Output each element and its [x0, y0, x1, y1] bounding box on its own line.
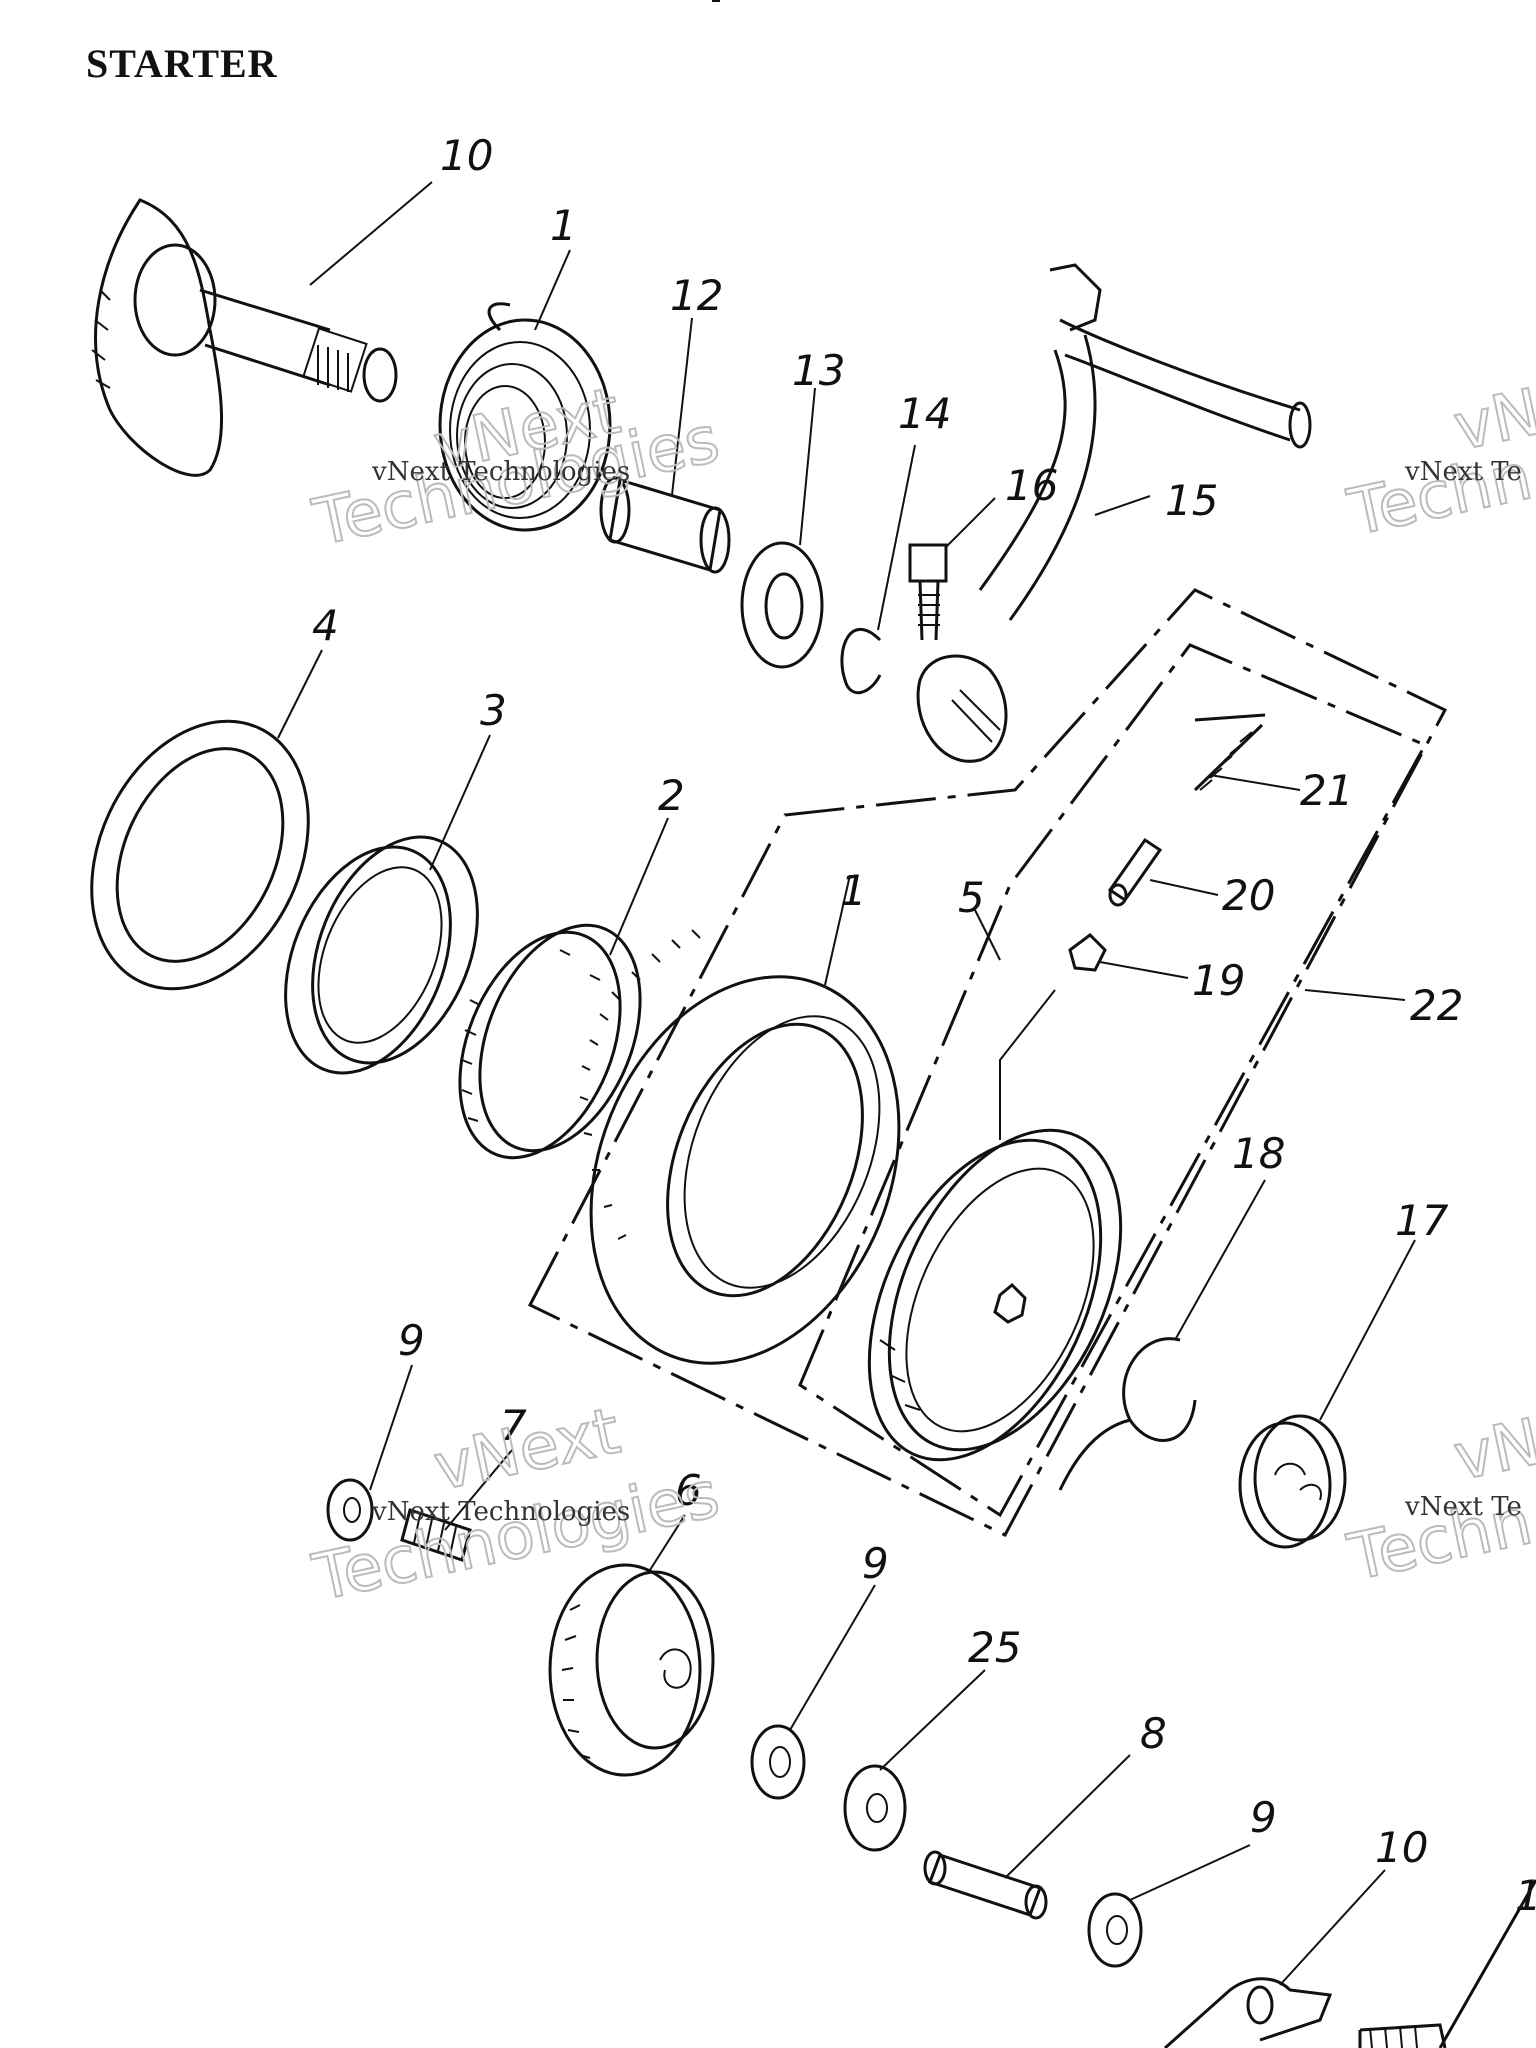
- part-3-bearing-ring: [284, 835, 479, 1075]
- part-13-spring: [438, 302, 612, 532]
- part-10-bracket: [1164, 1977, 1333, 2048]
- callout-5: 5: [958, 873, 985, 922]
- part-4-ring: [90, 719, 310, 991]
- callout-21: 19: [1192, 956, 1245, 1005]
- callout-23: 21: [1300, 766, 1353, 815]
- callout-22: 20: [1222, 871, 1275, 920]
- part-24-assembly-outline: [527, 588, 1448, 1537]
- watermark-line-2: vNext Technologies: [371, 1497, 630, 1527]
- callout-20: 18: [1232, 1129, 1285, 1178]
- part-22-pin: [1107, 837, 1163, 907]
- part-2-needle-bearing: [458, 923, 642, 1160]
- watermark-partial-line-2: vNext Te: [1404, 1492, 1522, 1522]
- watermark-partial-big-1: vN: [1448, 375, 1536, 465]
- part-23-spring: [1193, 713, 1266, 792]
- callout-4: 4: [312, 601, 339, 650]
- callout-2: 2: [658, 771, 685, 820]
- leader-lines: [277, 181, 1416, 1986]
- callout-8: 8: [1140, 1709, 1167, 1758]
- part-19-cap: [1238, 1414, 1347, 1549]
- part-20-spring-clip: [1058, 1337, 1197, 1491]
- part-18-bolt: [908, 543, 948, 641]
- callout-9-b: 9: [862, 1539, 889, 1588]
- callout-24: 22: [1410, 981, 1463, 1030]
- part-8-pin: [923, 1850, 1048, 1920]
- part-11-bolt: [1358, 1879, 1536, 2048]
- page-title: STARTER: [86, 41, 278, 86]
- callout-7: 7: [500, 1401, 527, 1450]
- watermark-line-1: vNext Technologies: [371, 457, 630, 487]
- part-9a-washer: [326, 1478, 374, 1542]
- callout-10-final: 10: [1375, 1823, 1428, 1872]
- part-9c-washer: [1087, 1892, 1143, 1968]
- part-1-ring-gear: [579, 0, 901, 1365]
- part-14-sleeve: [599, 476, 731, 574]
- part-9b-washer: [750, 1724, 806, 1800]
- callout-6: 6: [675, 1466, 702, 1515]
- callout-16: 14: [898, 389, 951, 438]
- part-12-kick-shaft: [91, 198, 398, 477]
- callout-19: 17: [1395, 1196, 1449, 1245]
- part-5-drive-plate: [867, 1128, 1123, 1462]
- part-21-pawl: [1068, 933, 1107, 972]
- part-25-washer: [843, 1764, 907, 1852]
- callout-labels: 10 1 12 13 14 16 15 4 3 2 1 5 21 20 19 2…: [312, 131, 1536, 1920]
- callout-3: 3: [480, 686, 507, 735]
- part-17-kick-lever: [916, 263, 1312, 763]
- watermark-partial-big-3: vN: [1448, 1405, 1536, 1495]
- callout-12: 10: [440, 131, 493, 180]
- part-15-washer: [740, 541, 824, 669]
- callout-13: 1: [550, 201, 577, 250]
- callout-1: 1: [840, 866, 867, 915]
- watermark-partial-line-1: vNext Te: [1404, 457, 1522, 487]
- part-6-gear: [548, 1563, 715, 1777]
- callout-15: 13: [792, 346, 845, 395]
- callout-25: 25: [968, 1623, 1021, 1672]
- callout-18: 16: [1005, 461, 1058, 510]
- callout-11-final: 1: [1515, 1871, 1536, 1920]
- callout-14: 12: [670, 271, 723, 320]
- part-16-circlip: [840, 627, 882, 694]
- watermarks: vNext Technologies vNext Technologies vN…: [306, 373, 1536, 1616]
- callout-17: 15: [1165, 476, 1218, 525]
- callout-9-c: 9: [1250, 1793, 1277, 1842]
- callout-9-a: 9: [398, 1316, 425, 1365]
